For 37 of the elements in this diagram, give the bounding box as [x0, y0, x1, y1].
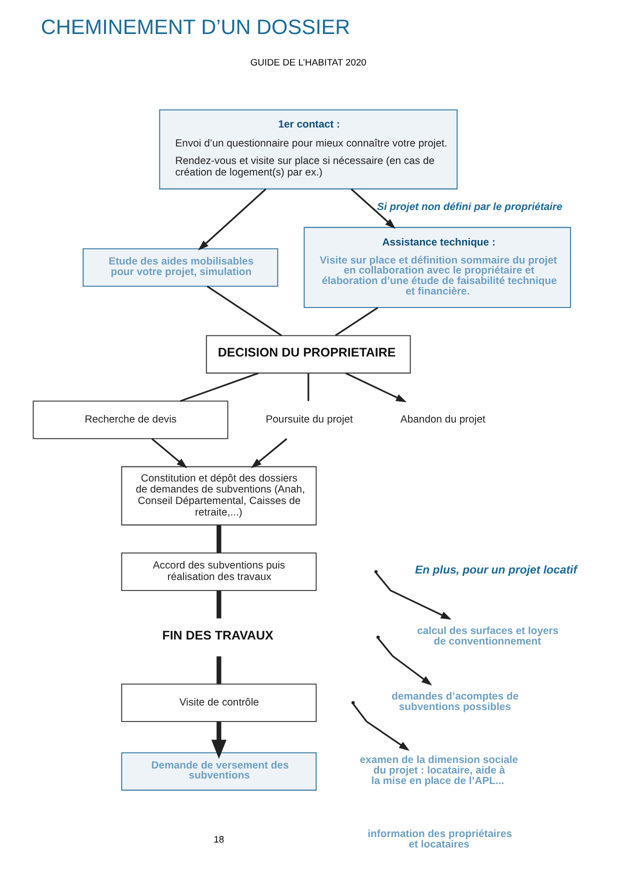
connector	[216, 656, 222, 684]
node-text: examen de la dimension sociale du projet : locataire, aide à la mise en place de l’APL...	[360, 754, 518, 786]
node-text: information des propriétaires et locataires	[368, 828, 512, 850]
node-box: Demande de versement des subventions	[121, 752, 317, 790]
connector	[206, 285, 282, 336]
node-text: demandes d’acomptes de subventions possibles	[392, 691, 519, 713]
arrow	[251, 438, 288, 468]
node-box: DECISION DU PROPRIETAIRE	[206, 334, 411, 374]
arrow	[151, 438, 188, 468]
node-box: Assistance technique : Visite sur place et définition sommaire du projet en collaboration avec le propriétaire et élaboration d’une étude de faisabilité technique et financière.	[304, 226, 572, 308]
connector	[216, 590, 222, 618]
arrow	[350, 188, 396, 228]
arrow	[345, 372, 407, 402]
arrow	[211, 721, 226, 758]
node-text: FIN DES TRAVAUX	[162, 628, 274, 642]
label: 18	[214, 834, 224, 844]
arrow	[376, 572, 452, 620]
connector	[308, 372, 310, 400]
connector	[216, 524, 222, 552]
node-box: Recherche de devis	[32, 400, 228, 439]
node-box: 1er contact : Envoi d’un questionnaire pour mieux connaître votre projet. Rendez-vous et visite sur place si nécessaire (en cas de création de logement(s) par ex.)	[159, 108, 458, 189]
edge-label: Si projet non défini par le propriétaire	[377, 201, 562, 212]
node-text: calcul des surfaces et loyers de conventionnement	[417, 626, 559, 648]
node-box: Etude des aides mobilisables pour votre projet, simulation	[82, 248, 278, 286]
label: GUIDE DE L’HABITAT 2020	[250, 56, 366, 67]
node-box: Accord des subventions puis réalisation des travaux	[121, 552, 317, 590]
diagram-title: CHEMINEMENT D’UN DOSSIER	[40, 15, 350, 38]
arrow	[378, 637, 432, 685]
node-text: Poursuite du projet	[266, 414, 353, 425]
node-box: Constitution et dépôt des dossiers de demandes de subventions (Anah, Conseil Départemental, Caisses de retraite,...)	[121, 466, 317, 525]
arrow	[352, 703, 410, 750]
connector	[180, 372, 259, 402]
connector	[335, 306, 378, 336]
node-box: Visite de contrôle	[121, 683, 317, 722]
arrow	[198, 188, 266, 250]
label: En plus, pour un projet locatif	[415, 564, 578, 576]
node-text: Abandon du projet	[400, 414, 486, 425]
